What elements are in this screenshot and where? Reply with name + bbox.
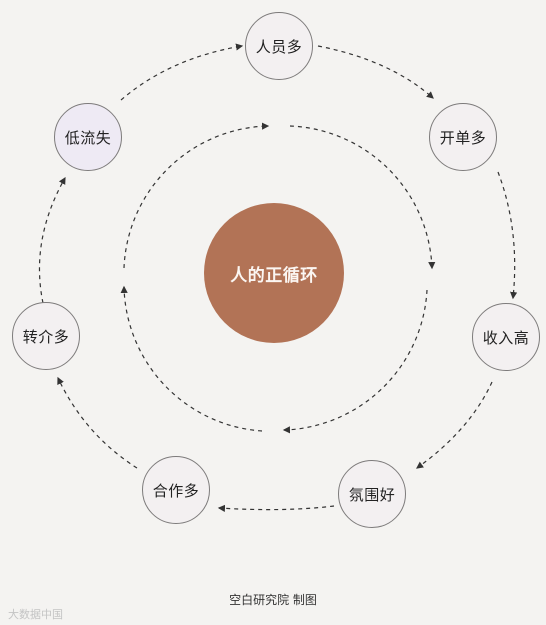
center-node: 人的正循环 — [204, 203, 344, 343]
figure-caption: 空白研究院 制图 — [229, 593, 317, 607]
node-label: 合作多 — [152, 481, 200, 500]
arrow-fenwei-to-hezuo — [217, 504, 335, 512]
node-hezuoduo: 合作多 — [142, 456, 210, 524]
arrow-hezuo-to-zhuanjie — [57, 376, 138, 469]
watermark: 大数据中国 — [8, 608, 63, 621]
inner-arc-top-left — [123, 122, 270, 269]
node-diliushi: 低流失 — [54, 103, 122, 171]
arrow-renyuan-to-kaidan — [317, 45, 434, 99]
node-label: 氛围好 — [348, 485, 396, 504]
node-label: 开单多 — [439, 128, 487, 147]
arrow-diliushi-to-renyuan — [120, 43, 244, 101]
node-shourugao: 收入高 — [472, 303, 540, 371]
node-label: 人员多 — [255, 37, 303, 56]
arrow-kaidan-to-shouru — [497, 171, 518, 300]
node-kaidanduo: 开单多 — [429, 103, 497, 171]
node-label: 收入高 — [482, 328, 530, 347]
node-renyuanduo: 人员多 — [245, 12, 313, 80]
node-zhuanjieduo: 转介多 — [12, 302, 80, 370]
arrow-shouru-to-fenwei — [416, 381, 493, 469]
center-label: 人的正循环 — [230, 265, 318, 286]
node-label: 低流失 — [64, 128, 112, 147]
arrow-zhuanjie-to-diliushi — [38, 176, 66, 304]
node-label: 转介多 — [22, 327, 70, 346]
node-fenweihao: 氛围好 — [338, 460, 406, 528]
